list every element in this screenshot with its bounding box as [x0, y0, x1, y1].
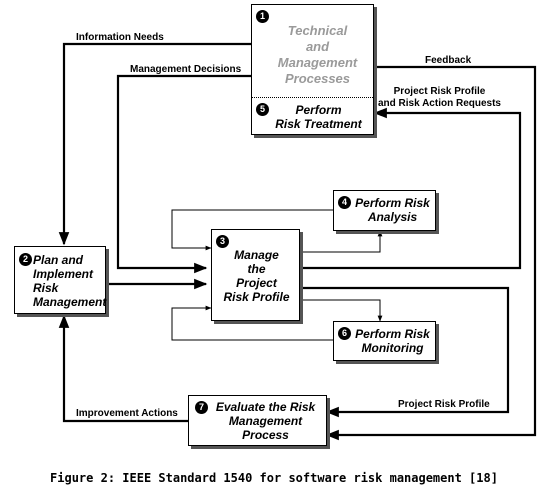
risk-profile-to-evaluate-arrow: [300, 286, 510, 418]
number-badge-6: 6: [338, 327, 351, 340]
number-badge-7: 7: [195, 401, 208, 414]
manage-to-analysis-arrow: [300, 230, 383, 253]
feedback-label: Feedback: [425, 55, 472, 66]
perform-risk-monitoring-title: Perform Risk Monitoring: [355, 327, 430, 355]
manage-project-risk-profile-title: Manage the Project Risk Profile: [223, 248, 290, 304]
feedback-arrow: [325, 65, 537, 441]
risk-profile-to-treatment-arrow: [300, 107, 522, 270]
number-badge-5: 5: [256, 103, 269, 116]
number-badge-3: 3: [216, 235, 229, 248]
perform-risk-analysis-box: 4 Perform Risk Analysis: [333, 190, 436, 231]
evaluate-risk-management-process-box: 7 Evaluate the Risk Management Process: [188, 395, 327, 446]
dotted-divider: [252, 97, 373, 98]
figure-caption: Figure 2: IEEE Standard 1540 for softwar…: [50, 471, 498, 485]
number-badge-1: 1: [256, 10, 269, 23]
number-badge-2: 2: [19, 253, 32, 266]
management-decisions-arrow: [116, 74, 251, 274]
project-risk-profile-label: Project Risk Profile: [398, 399, 490, 410]
monitoring-to-manage-arrow: [171, 305, 333, 341]
information-needs-label: Information Needs: [76, 32, 164, 43]
manage-to-monitoring-arrow: [300, 299, 383, 322]
perform-risk-monitoring-box: 6 Perform Risk Monitoring: [333, 321, 436, 361]
technical-management-processes-title: Technical and Management Processes: [277, 23, 358, 86]
plan-implement-risk-management-box: 2 Plan and Implement Risk Management: [14, 246, 106, 314]
improvement-actions-label: Improvement Actions: [76, 408, 178, 419]
technical-management-processes-box: 1 Technical and Management Processes 5 P…: [251, 4, 374, 135]
number-badge-4: 4: [338, 196, 351, 209]
management-decisions-label: Management Decisions: [130, 64, 242, 75]
information-needs-arrow: [58, 42, 251, 246]
perform-risk-treatment-title: Perform Risk Treatment: [275, 103, 362, 131]
manage-project-risk-profile-box: 3 Manage the Project Risk Profile: [211, 229, 300, 321]
evaluate-risk-management-process-title: Evaluate the Risk Management Process: [215, 400, 316, 442]
risk-profile-requests-label: Project Risk Profile and Risk Action Req…: [378, 86, 501, 109]
perform-risk-analysis-title: Perform Risk Analysis: [355, 196, 430, 224]
improvement-actions-arrow: [58, 314, 188, 423]
analysis-to-manage-arrow: [171, 209, 333, 251]
plan-implement-risk-management-title: Plan and Implement Risk Management: [33, 253, 107, 309]
